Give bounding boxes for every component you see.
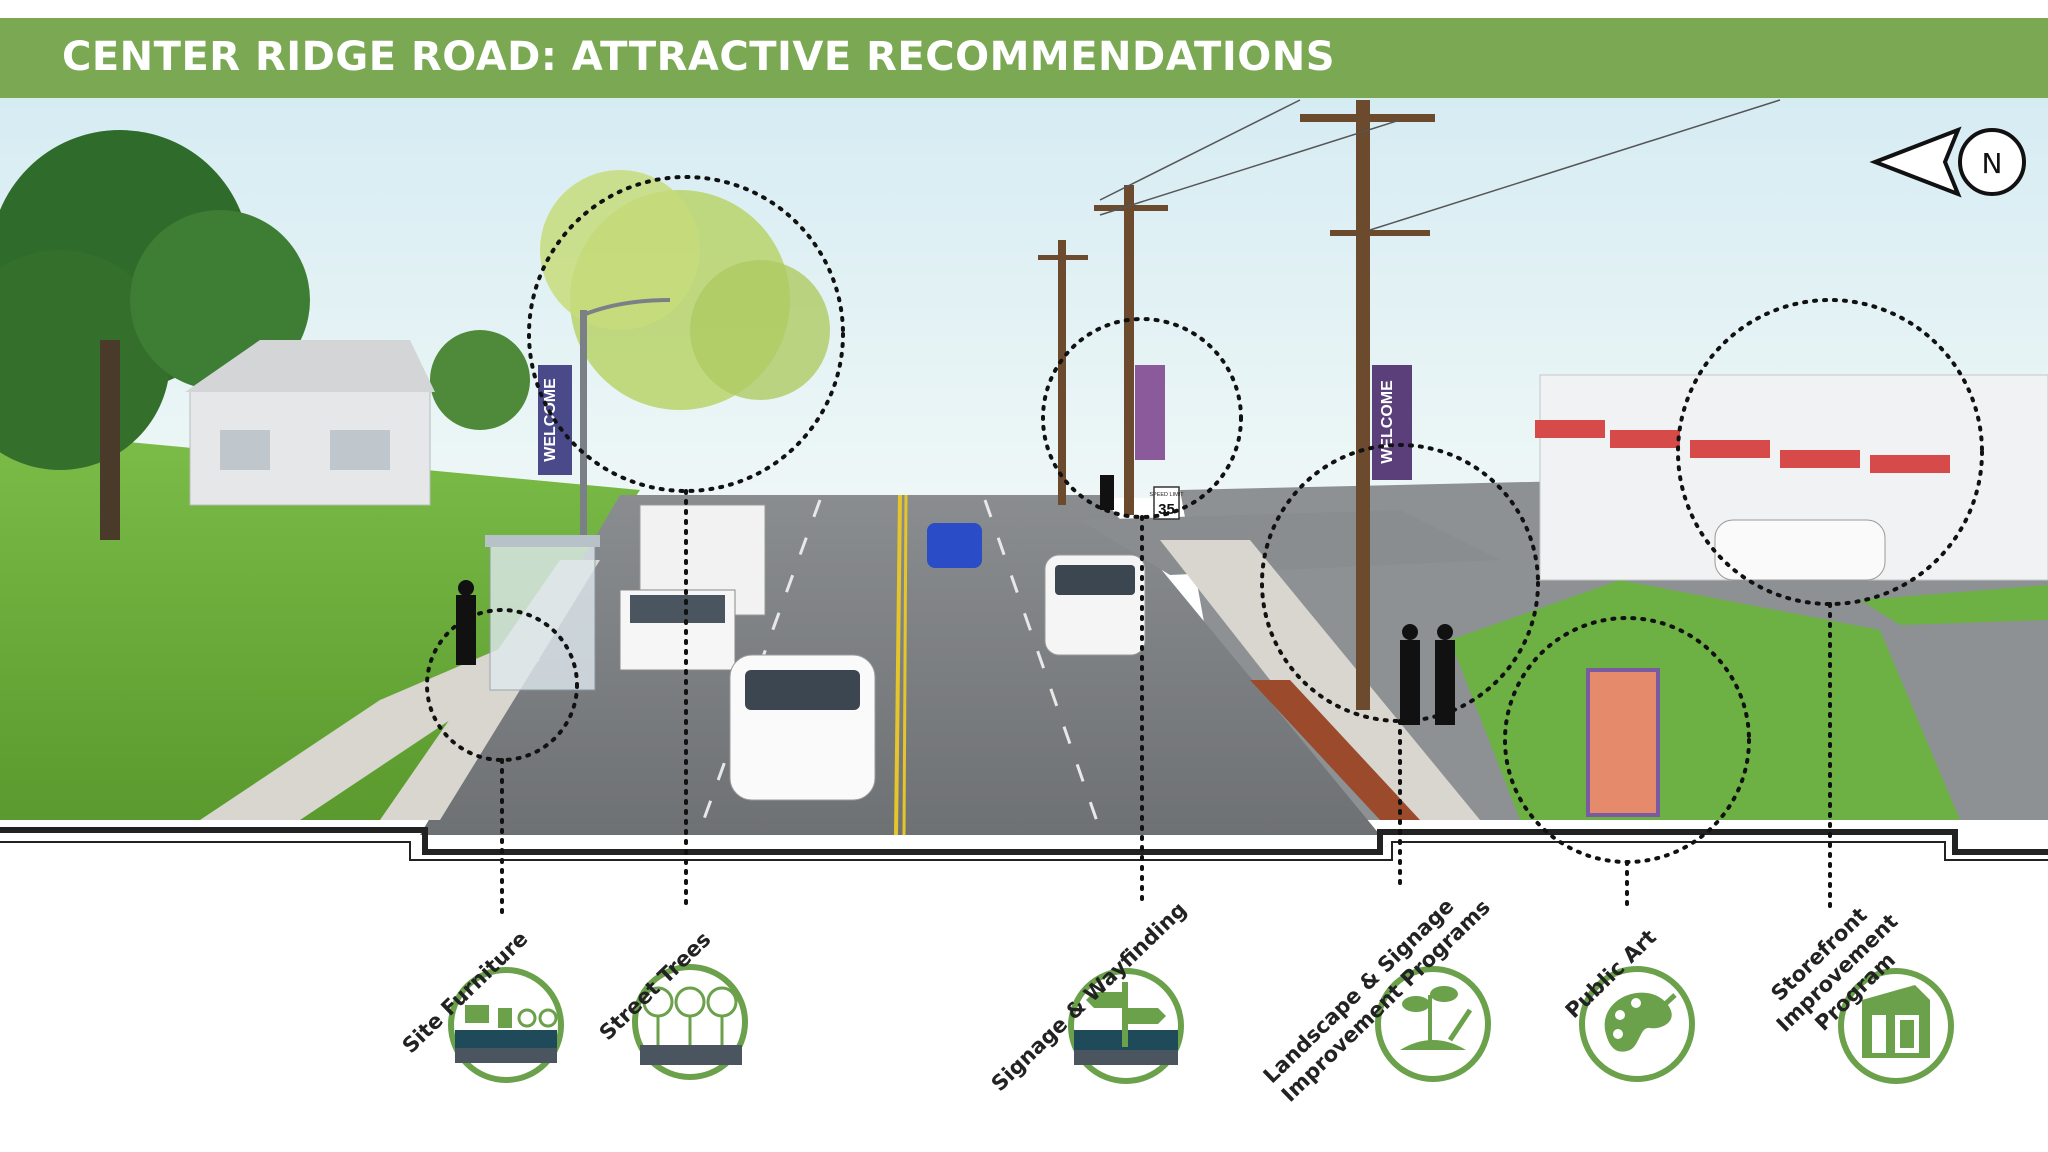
pedestrians: [456, 475, 1455, 725]
leader-lines: [500, 489, 1832, 922]
callout-circle-site-furniture: [425, 608, 579, 762]
signage-wayfinding-icon: [1068, 968, 1184, 1084]
center-line: [894, 494, 902, 836]
title-bar: CENTER RIDGE ROAD: ATTRACTIVE RECOMMENDA…: [0, 18, 2048, 98]
landscape-plant-icon: [1375, 966, 1491, 1082]
speed-limit-sign: SPEED LIMIT 35: [1149, 486, 1184, 520]
welcome-banner-left: WELCOME: [538, 365, 572, 475]
left-sidewalk-diag: [200, 640, 540, 820]
bus-shelter: [485, 535, 600, 691]
north-arrow: N: [1869, 126, 2026, 198]
streetlight-pole: [580, 310, 587, 540]
house: [185, 340, 435, 506]
page-title: CENTER RIDGE ROAD: ATTRACTIVE RECOMMENDA…: [62, 34, 1336, 80]
banner-mid: [1135, 365, 1165, 460]
palette-brush-icon: [1579, 966, 1695, 1082]
public-art-box: [1586, 668, 1660, 817]
callout-circle-street-trees: [527, 175, 845, 493]
recommendation-icons: [448, 964, 1954, 1084]
callout-circle-landscape: [1260, 443, 1540, 723]
welcome-banner-right-text: WELCOME: [1379, 380, 1396, 464]
right-grass-strip: [1860, 585, 2048, 625]
median-planter: [1250, 680, 1420, 820]
box-truck: [619, 504, 766, 671]
parked-car: [1714, 519, 1886, 581]
north-arrow-letter: N: [1982, 147, 2003, 180]
welcome-banner-right: WELCOME: [1372, 365, 1412, 480]
power-lines: [1099, 99, 1781, 231]
storefront-icon: [1838, 968, 1954, 1084]
white-suv: [1044, 554, 1146, 656]
right-grass: [1450, 580, 1960, 820]
welcome-banner-left-text: WELCOME: [542, 378, 559, 462]
section-outline: [0, 827, 2048, 855]
site-furniture-icon: [448, 967, 564, 1083]
callout-circle-signage: [1041, 317, 1243, 519]
speed-sign-caption: SPEED LIMIT: [1149, 492, 1184, 498]
left-trees: [0, 130, 830, 540]
blue-car: [927, 523, 982, 568]
street-trees-icon: [632, 964, 748, 1080]
white-car-front: [729, 654, 876, 801]
utility-poles: [1038, 100, 1435, 710]
speed-sign-value: 35: [1158, 501, 1175, 518]
